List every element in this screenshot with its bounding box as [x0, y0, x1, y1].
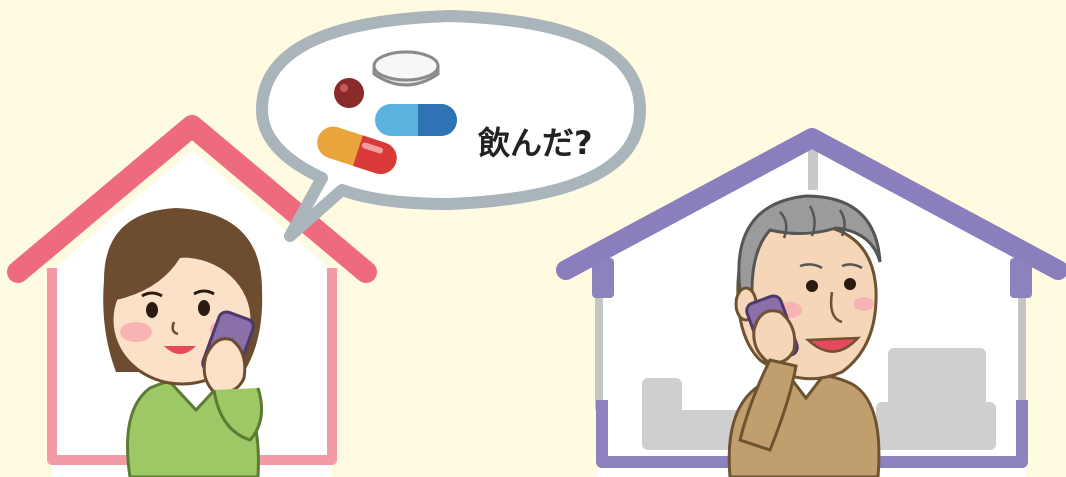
red-pill-icon	[334, 78, 364, 108]
old-man-on-phone	[727, 194, 882, 477]
speech-bubble-text: 飲んだ?	[478, 124, 593, 162]
desk	[876, 348, 996, 450]
right-roof	[556, 128, 1066, 280]
blue-capsule-icon	[375, 104, 457, 136]
orange-red-capsule-icon	[317, 126, 397, 175]
woman-on-phone	[103, 208, 264, 477]
sofa	[642, 378, 742, 450]
white-tablet-icon	[372, 50, 440, 87]
speech-bubble	[256, 10, 646, 242]
